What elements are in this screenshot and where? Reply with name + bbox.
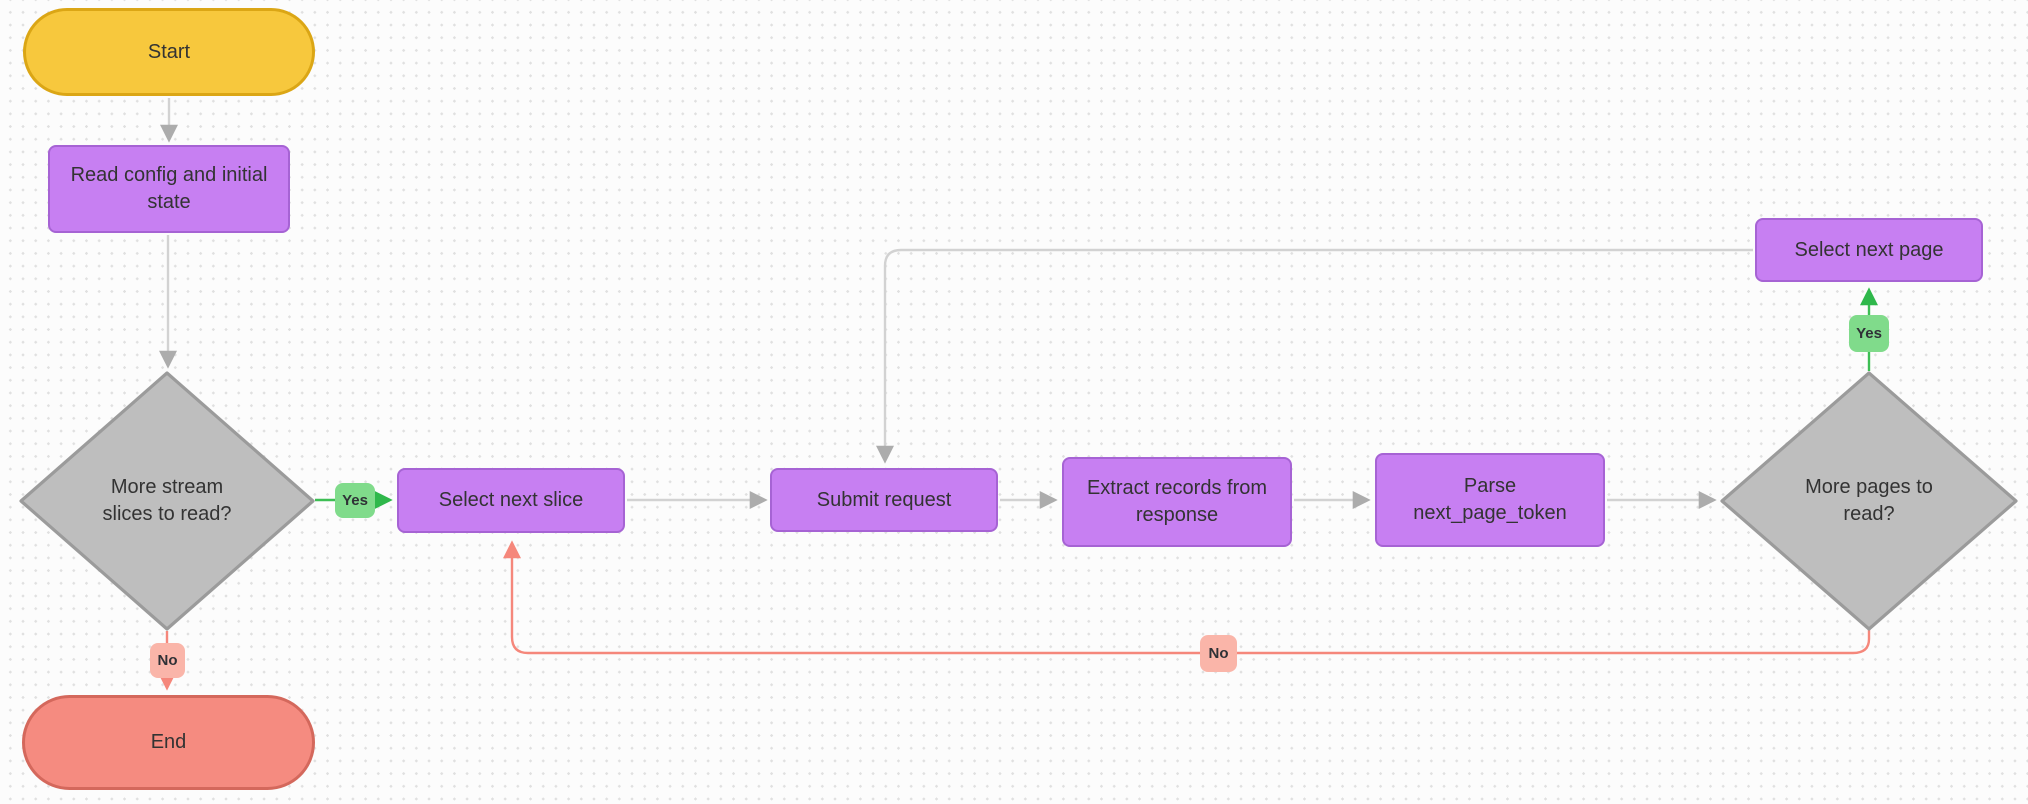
node-submit-request-label: Submit request	[816, 488, 952, 511]
node-parse-token-label: Parse next_page_token	[1413, 475, 1567, 524]
decision-more-pages-shape	[1720, 371, 2018, 631]
edge-select-page-to-submit	[876, 248, 1753, 464]
node-parse-token: Parse next_page_token	[1375, 453, 1605, 547]
decision-more-slices-shape	[19, 371, 315, 631]
node-end-label: End	[150, 731, 187, 753]
node-more-slices-label: More stream slices to read?	[102, 476, 232, 525]
node-end: End	[22, 695, 315, 790]
edge-label-no-slices: No	[150, 643, 185, 678]
node-read-config: Read config and initial state	[48, 145, 290, 233]
node-read-config-label: Read config and initial state	[70, 164, 268, 213]
node-start-label: Start	[147, 40, 191, 63]
node-start: Start	[23, 8, 315, 96]
node-select-next-page: Select next page	[1755, 218, 1983, 282]
node-more-pages-label: More pages to read?	[1805, 476, 1933, 525]
node-select-next-slice: Select next slice	[397, 468, 625, 533]
node-extract-records: Extract records from response	[1062, 457, 1292, 547]
node-select-next-slice-label: Select next slice	[438, 489, 584, 511]
node-select-next-page-label: Select next page	[1794, 238, 1944, 261]
edge-label-no-pages: No	[1200, 635, 1237, 672]
edge-label-yes-slices: Yes	[335, 483, 375, 518]
node-submit-request: Submit request	[770, 468, 998, 532]
edge-label-yes-pages: Yes	[1849, 315, 1889, 352]
edge-more-pages-no-loop	[503, 540, 1871, 655]
node-extract-records-label: Extract records from response	[1086, 477, 1268, 526]
